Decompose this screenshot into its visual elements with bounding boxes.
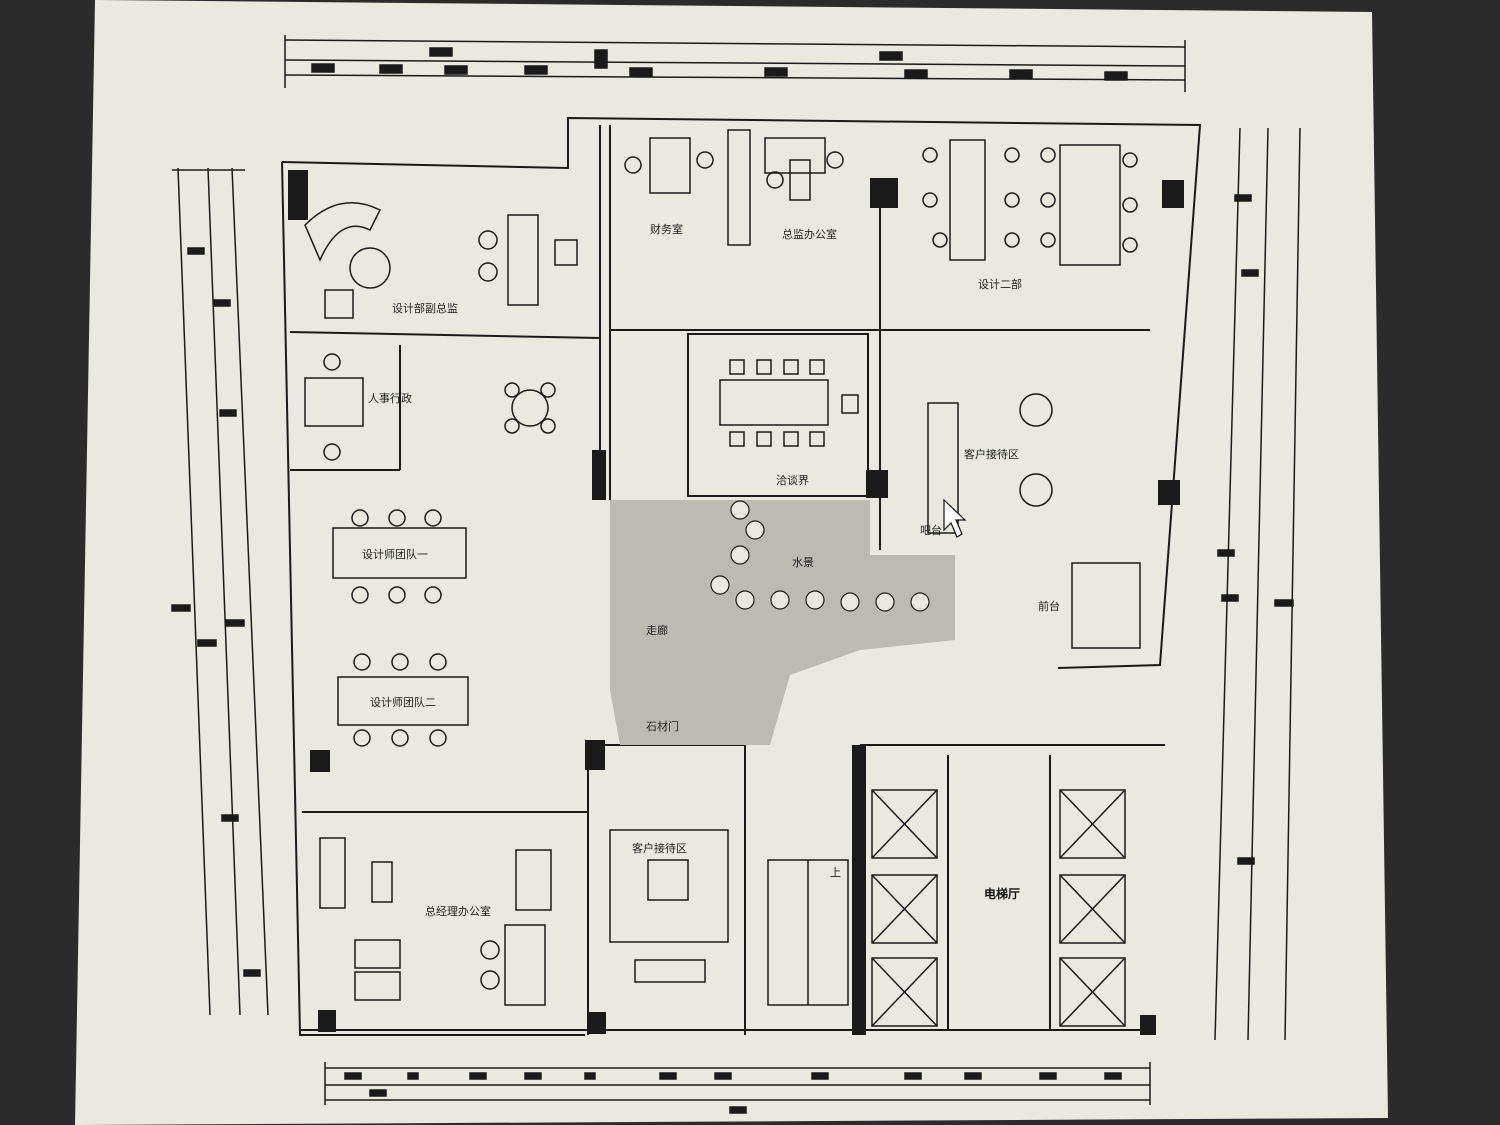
structural-columns: [288, 170, 1184, 1035]
room-label-ceo-office: 总经理办公室: [425, 904, 491, 918]
stair-up-label: 上: [830, 866, 841, 879]
room-label-design-team-2: 设计师团队二: [370, 695, 436, 709]
room-label-design-dept-2: 设计二部: [978, 277, 1022, 291]
room-label-client-reception-upper: 客户接待区: [964, 447, 1019, 461]
room-label-meeting-room: 洽谈界: [776, 474, 809, 487]
room-label-stone-door: 石材门: [646, 719, 679, 733]
room-label-corridor: 走廊: [646, 623, 668, 637]
water-feature-texture: [610, 500, 955, 745]
room-label-bar: 吧台: [920, 523, 942, 537]
room-label-design-team-1: 设计师团队一: [362, 547, 428, 561]
room-label-design-director: 设计部副总监: [392, 301, 458, 315]
top-dimension-line: [284, 35, 1186, 92]
room-label-gm-office: 总监办公室: [782, 227, 837, 241]
stepping-stones: [710, 500, 930, 612]
room-label-elevator-hall: 电梯厅: [984, 886, 1020, 901]
room-label-front-desk: 前台: [1038, 599, 1060, 613]
left-dimension-line: [171, 167, 269, 1016]
mouse-cursor-icon: [943, 498, 967, 538]
exterior-walls: [281, 116, 1202, 1036]
room-label-finance: 财务室: [650, 222, 683, 236]
furniture: [304, 129, 1141, 1027]
room-label-water-feature: 水景: [792, 556, 814, 569]
bottom-dimension-line: [324, 1062, 1151, 1114]
room-label-client-reception-lower: 客户接待区: [632, 841, 687, 855]
room-label-hr-admin: 人事行政: [368, 391, 412, 405]
right-dimension-line: [1214, 127, 1301, 1041]
